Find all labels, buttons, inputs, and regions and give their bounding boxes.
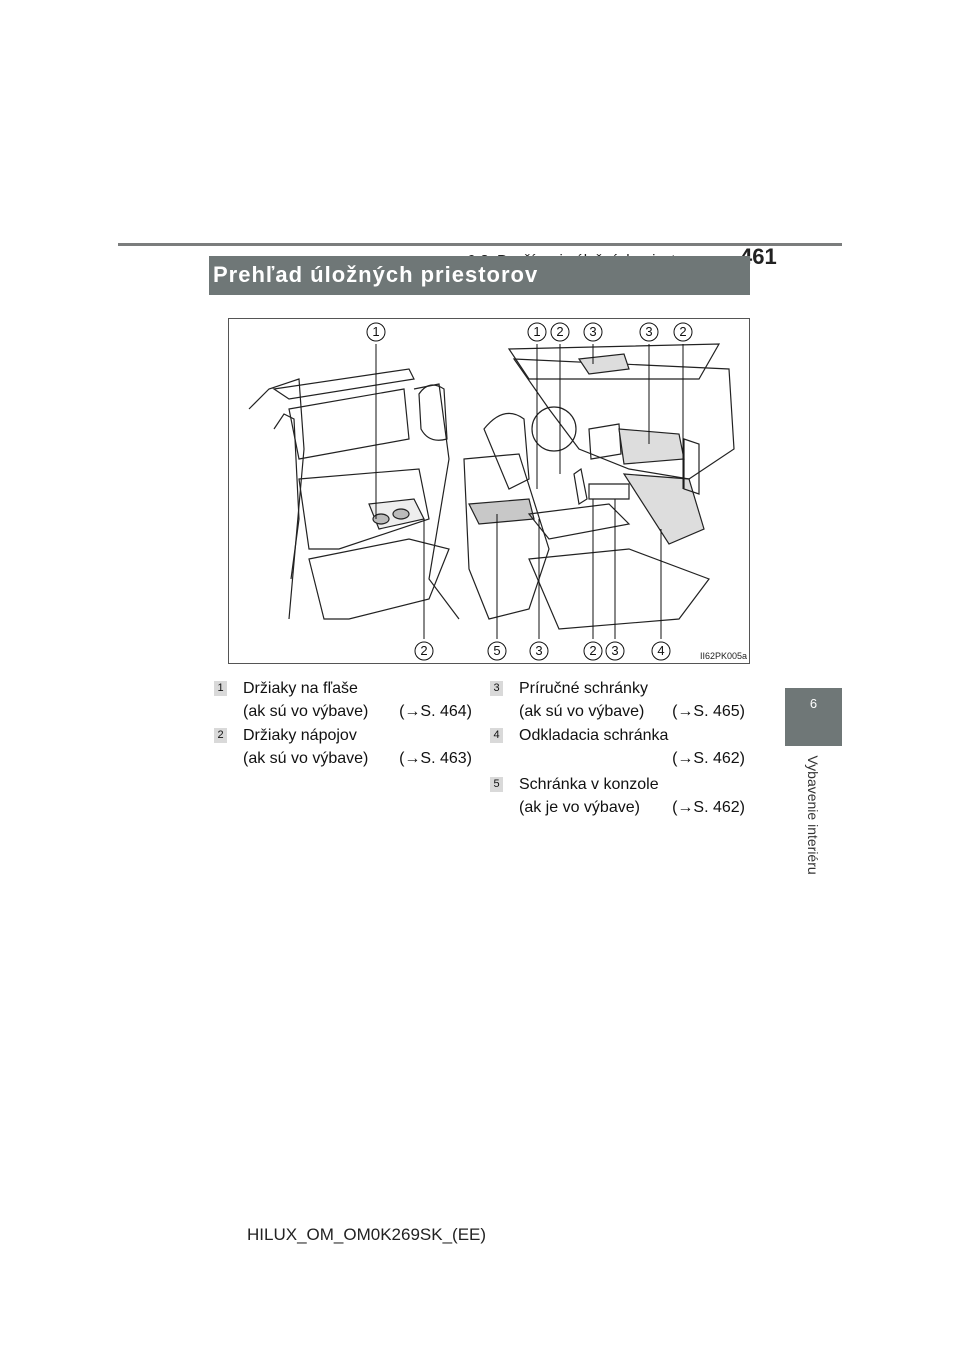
legend-item-4-title: Odkladacia schránka	[519, 727, 669, 744]
legend-item-2: 2 Držiaky nápojov (ak sú vo výbave) (→S.…	[214, 724, 472, 770]
legend-item-5: 5 Schránka v konzole (ak je vo výbave) (…	[490, 773, 745, 819]
sun-visor-storage	[577, 353, 630, 375]
legend-item-3: 3 Príručné schránky (ak sú vo výbave) (→…	[490, 677, 745, 723]
rear-window	[288, 388, 410, 460]
legend-item-5-title: Schránka v konzole	[519, 776, 659, 793]
callout-3-top-a: 3	[583, 322, 603, 347]
rear-cushion	[298, 468, 430, 550]
legend-item-1-note: (ak sú vo výbave)	[243, 703, 369, 720]
chapter-label: Vybavenie interiéru	[805, 755, 821, 875]
legend-item-2-note: (ak sú vo výbave)	[243, 750, 369, 767]
front-floor	[528, 548, 710, 630]
multimedia-screen	[588, 423, 622, 460]
front-right-headrest	[483, 412, 530, 490]
front-left-headrest	[418, 384, 448, 441]
legend-item-2-title: Držiaky nápojov	[243, 727, 357, 744]
dashboard	[512, 358, 735, 480]
legend-item-5-note: (ak je vo výbave)	[519, 799, 640, 816]
callout-4-bottom: 4	[651, 641, 671, 666]
legend-item-3-ref: (→S. 465)	[672, 703, 745, 720]
legend-number-2: 2	[214, 728, 227, 743]
glove-box	[622, 473, 705, 545]
chapter-tab-number: 6	[809, 696, 818, 711]
legend-item-2-ref: (→S. 463)	[399, 750, 472, 767]
console-box-lid	[468, 498, 535, 525]
bottle-holder-rear	[372, 513, 390, 525]
legend-number-5: 5	[490, 777, 503, 792]
legend-number-3: 3	[490, 681, 503, 696]
car-interior-drawing	[248, 343, 735, 639]
callout-3-bottom-a: 3	[529, 641, 549, 666]
callout-2-top-a: 2	[550, 322, 570, 347]
front-right-seat	[463, 453, 550, 620]
front-cup-holders	[588, 483, 630, 500]
steering-wheel	[531, 406, 577, 452]
document-code-footer: HILUX_OM_OM0K269SK_(EE)	[247, 1225, 487, 1244]
legend-item-1-title: Držiaky na fľaše	[243, 680, 358, 697]
interior-illustration: 1 1 2 3 3 2 2 5 3 2 3 4	[228, 318, 750, 664]
callout-2-bottom-a: 2	[414, 641, 434, 666]
section-title: Prehľad úložných priestorov	[213, 262, 539, 287]
upper-glove-box	[618, 428, 685, 465]
legend-item-4: 4 Odkladacia schránka (→S. 462)	[490, 724, 745, 770]
callout-5-bottom: 5	[487, 641, 507, 666]
legend-item-4-ref: (→S. 462)	[672, 750, 745, 767]
figure-code: II62PK005a	[700, 651, 748, 661]
legend-number-1: 1	[214, 681, 227, 696]
rear-window-frame	[272, 368, 415, 400]
legend-item-3-note: (ak sú vo výbave)	[519, 703, 645, 720]
legend-item-3-title: Príručné schránky	[519, 680, 648, 697]
header-divider	[118, 243, 842, 246]
rear-seat-back	[273, 413, 300, 580]
legend-item-1-ref: (→S. 464)	[399, 703, 472, 720]
section-title-bar	[209, 256, 750, 295]
leader-lines	[375, 344, 684, 639]
callout-2-top-b: 2	[673, 322, 693, 347]
shift-lever	[573, 467, 588, 505]
legend-number-4: 4	[490, 728, 503, 743]
legend-item-5-ref: (→S. 462)	[672, 799, 745, 816]
callout-3-top-b: 3	[639, 322, 659, 347]
rear-floor	[308, 538, 450, 620]
center-console	[527, 503, 631, 540]
chapter-tab	[785, 688, 842, 746]
legend-item-1: 1 Držiaky na fľaše (ak sú vo výbave) (→S…	[214, 677, 472, 723]
callout-1-top-b: 1	[527, 322, 547, 347]
rear-seat-outline	[248, 378, 305, 620]
air-vent	[683, 438, 700, 495]
callout-2-bottom-b: 2	[583, 641, 603, 666]
callout-1-top-a: 1	[366, 322, 386, 347]
cup-holder-rear	[392, 508, 410, 520]
callout-3-bottom-b: 3	[605, 641, 625, 666]
